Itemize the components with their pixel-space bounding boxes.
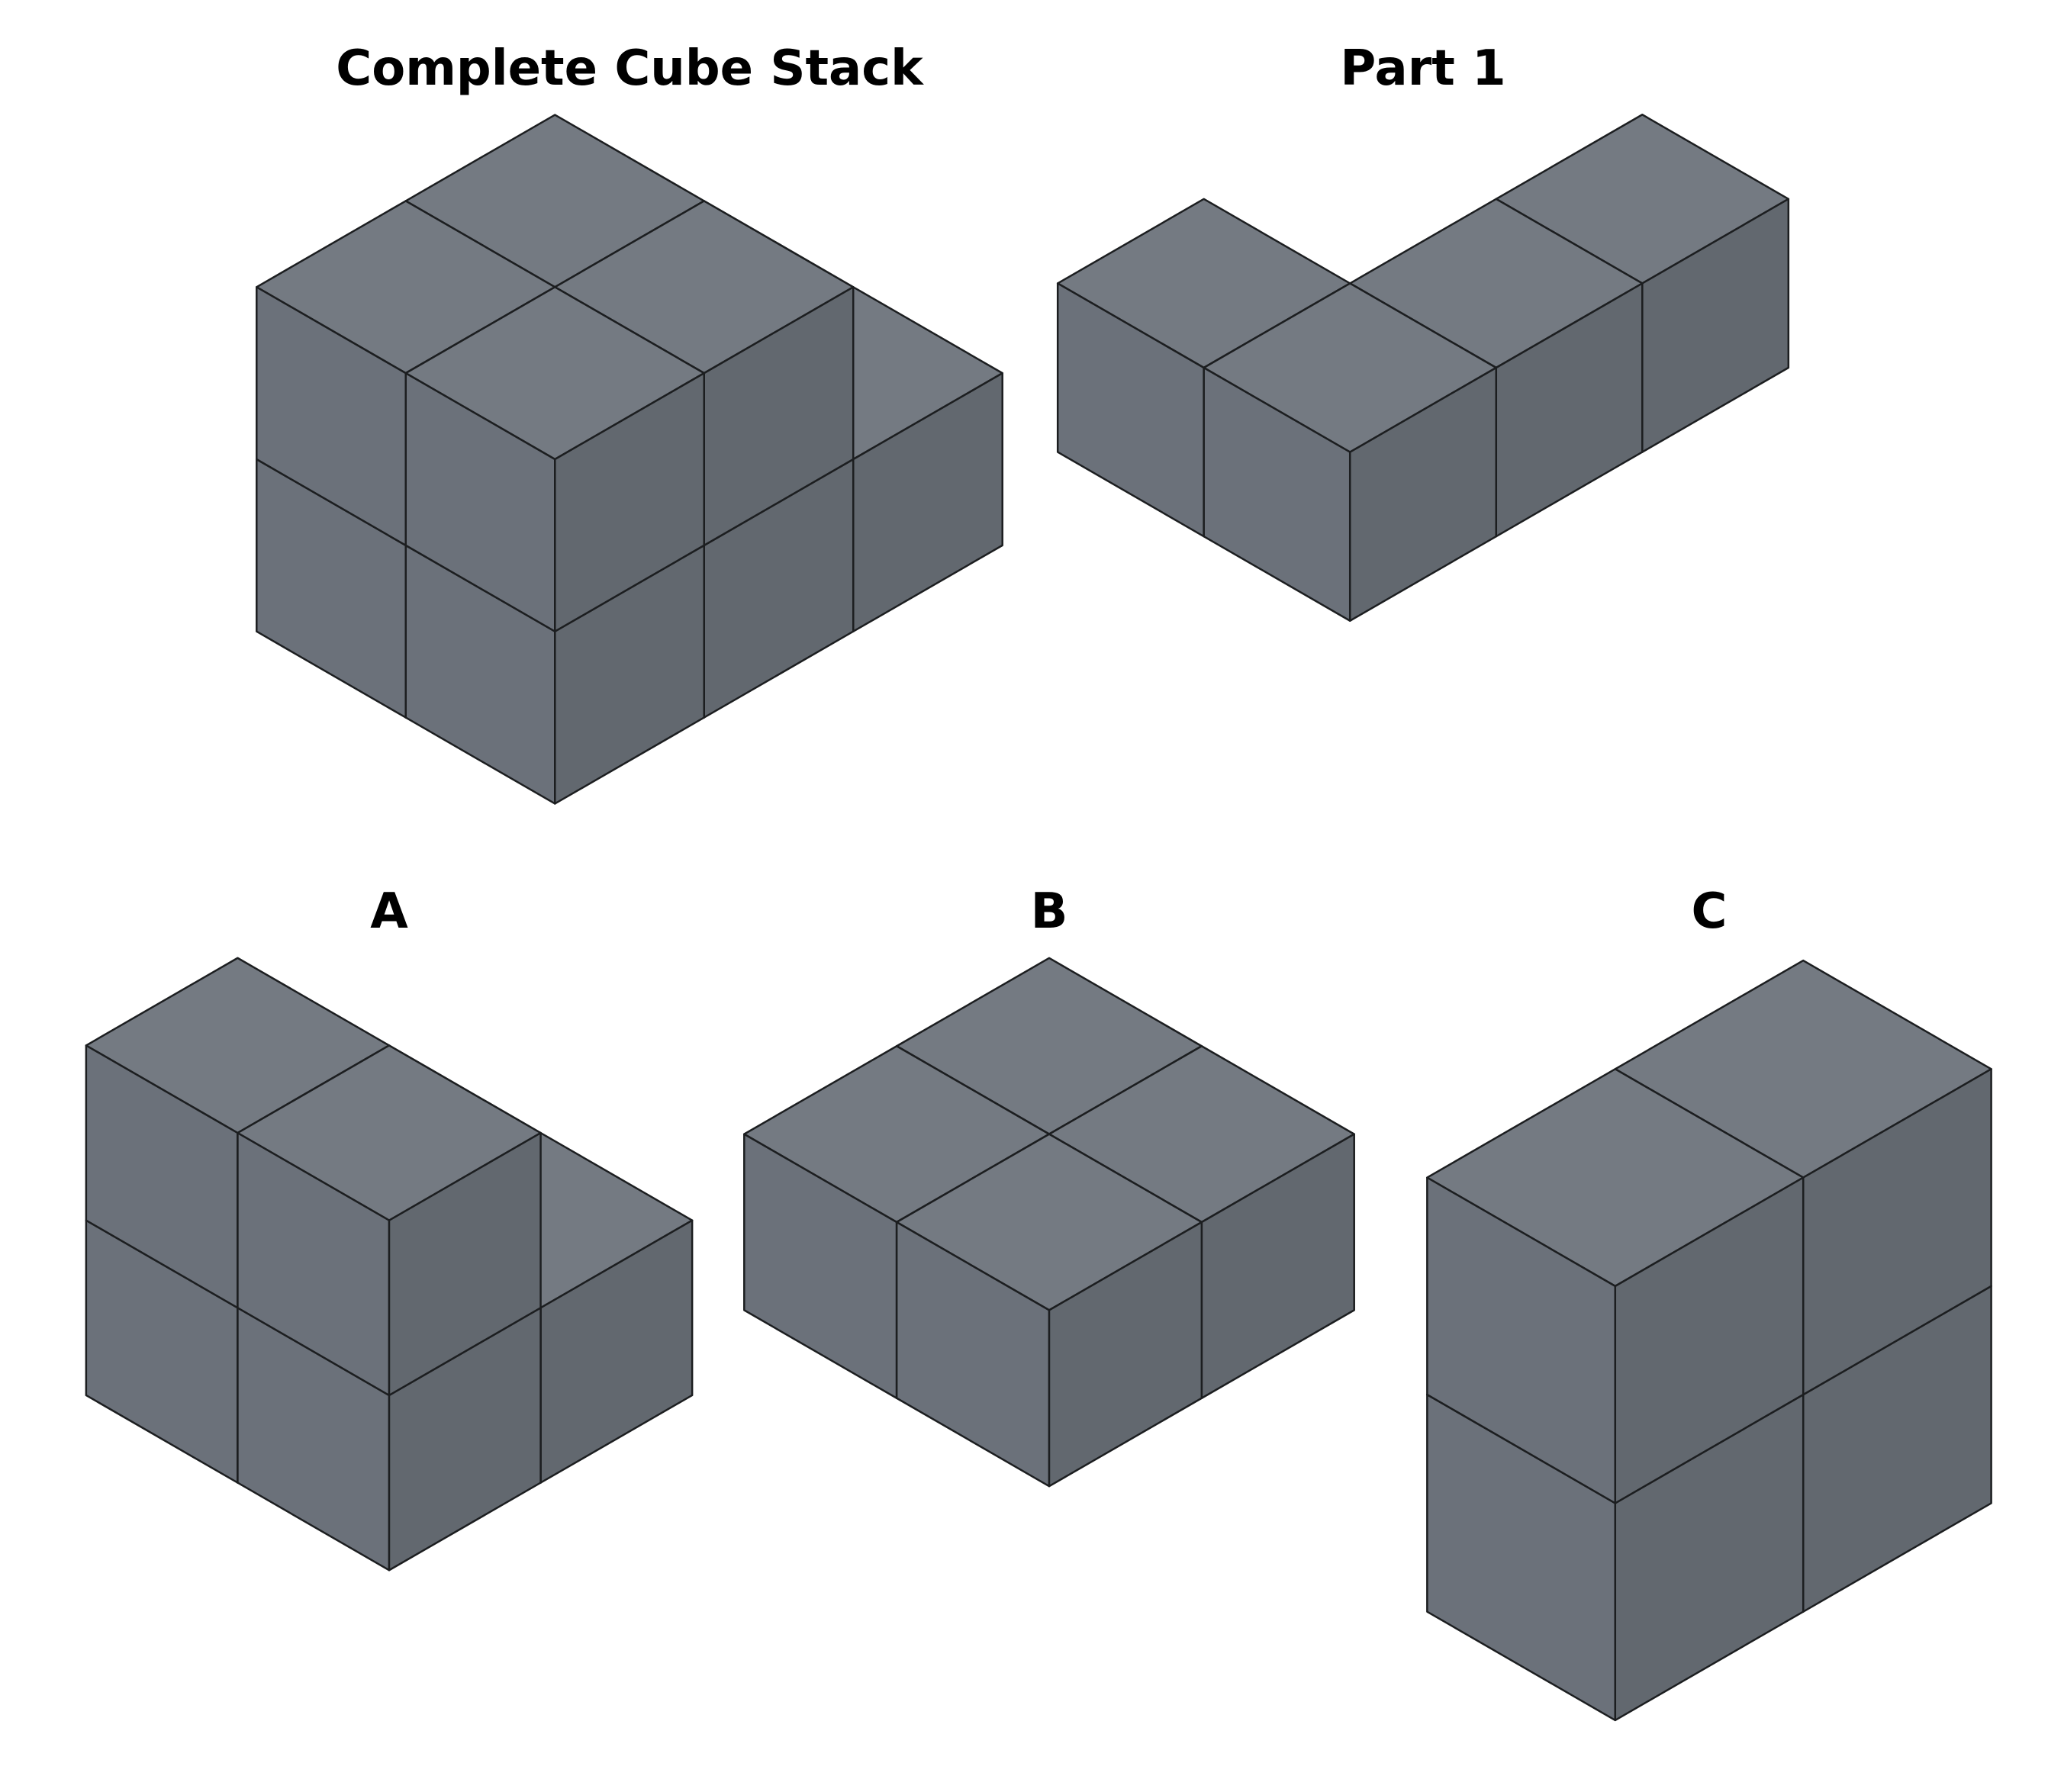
option-a-drawing[interactable]: [42, 947, 736, 1581]
option-b-drawing[interactable]: [721, 947, 1377, 1497]
panel-option-c[interactable]: C: [1396, 885, 2022, 1733]
title-part-1: Part 1: [1340, 40, 1506, 97]
cube-face: [555, 374, 704, 632]
panel-option-b[interactable]: B: [721, 885, 1377, 1497]
part-1-drawing: [1007, 105, 1839, 631]
cube-face: [1049, 1222, 1202, 1486]
cube-face: [1615, 1178, 1803, 1504]
panel-complete-stack: Complete Cube Stack: [229, 42, 1030, 814]
title-option-c: C: [1691, 883, 1728, 940]
cube-face: [389, 1133, 541, 1395]
title-option-b: B: [1030, 883, 1068, 940]
title-complete-stack: Complete Cube Stack: [336, 40, 923, 97]
complete-stack-drawing: [229, 105, 1030, 814]
option-c-drawing[interactable]: [1396, 947, 2022, 1733]
panel-part-1: Part 1: [1007, 42, 1839, 631]
panel-option-a[interactable]: A: [42, 885, 736, 1581]
cube-face: [1350, 368, 1496, 621]
title-option-a: A: [370, 883, 408, 940]
